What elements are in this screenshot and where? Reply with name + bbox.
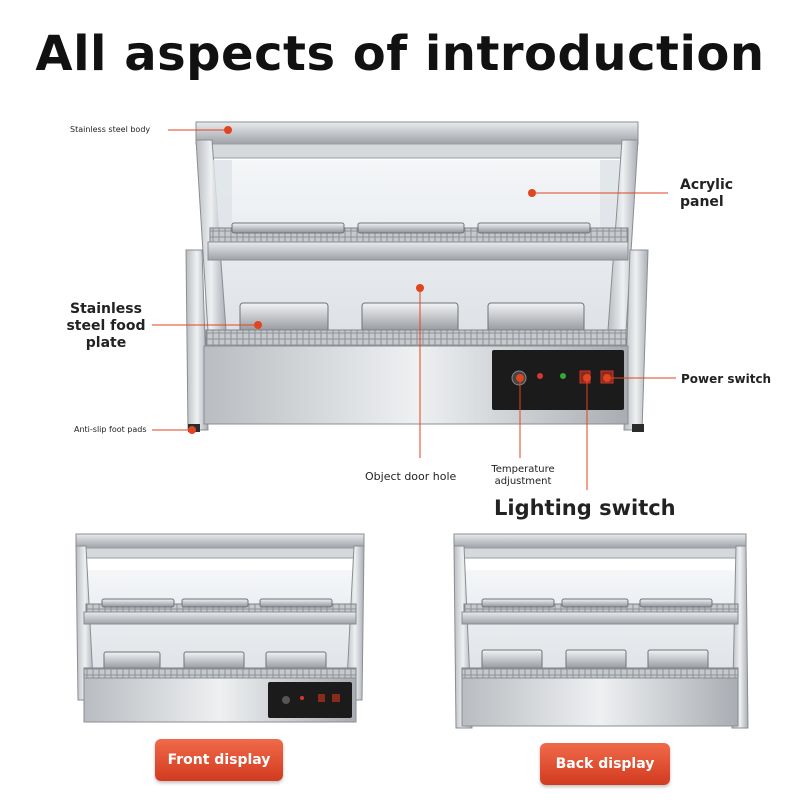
label-plate-line3: plate: [85, 335, 127, 351]
label-acrylic-line1: Acrylic: [680, 177, 734, 193]
label-acrylic-panel: Acrylic panel: [680, 177, 760, 211]
back-display-button[interactable]: Back display: [540, 743, 670, 785]
label-temp-line2: adjustment: [494, 476, 552, 487]
food-pan: [361, 302, 459, 334]
upper-shelf-rail: [207, 241, 629, 261]
food-pan: [239, 302, 329, 334]
front-display-cabinet: [75, 533, 365, 723]
label-object-door: Object door hole: [365, 470, 457, 483]
main-cabinet: [185, 121, 649, 432]
label-lighting-switch: Lighting switch: [494, 496, 676, 520]
callout-lines: [152, 126, 676, 490]
label-acrylic-line2: panel: [680, 194, 724, 210]
label-stainless-body: Stainless steel body: [70, 125, 151, 134]
label-temperature: Temperature adjustment: [484, 464, 562, 488]
foot-pad: [632, 424, 644, 432]
label-temp-line1: Temperature: [491, 464, 555, 475]
page-title: All aspects of introduction: [35, 26, 765, 82]
label-plate-line1: Stainless: [70, 301, 142, 317]
label-foot-pads: Anti-slip foot pads: [74, 425, 147, 434]
lower-shelf: [205, 329, 627, 347]
label-power-switch: Power switch: [681, 372, 772, 386]
control-panel: [492, 350, 624, 410]
label-plate-line2: steel food: [66, 318, 146, 334]
label-food-plate: Stainless steel food plate: [62, 301, 150, 352]
top-canopy: [195, 121, 639, 145]
food-pan: [487, 302, 585, 334]
front-display-button[interactable]: Front display: [155, 739, 283, 781]
back-display-cabinet: [453, 533, 749, 729]
light-bar: [209, 143, 625, 159]
